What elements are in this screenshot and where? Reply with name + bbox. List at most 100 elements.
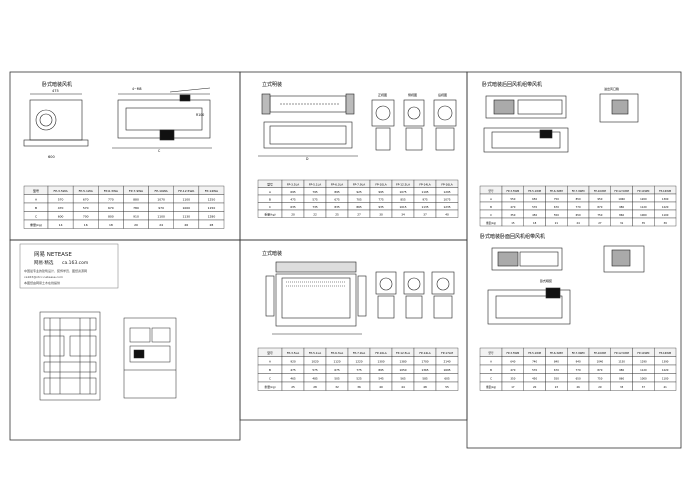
- table-cell: 16: [84, 223, 88, 227]
- table-cell: C: [269, 205, 271, 209]
- table-header-cell: 型号: [33, 188, 39, 193]
- table-cell: 1150: [208, 206, 216, 210]
- table-cell: 650: [532, 197, 537, 201]
- table-cell: 775: [356, 368, 362, 372]
- netease-line1: 中国最专业的建筑设计、装饰学员、图纸资源网: [24, 268, 87, 273]
- table-cell: A: [490, 197, 492, 201]
- table-header-cell: FP-12.5LA: [396, 351, 410, 355]
- table-cell: 465: [290, 377, 296, 381]
- table-header-cell: 型号: [488, 189, 494, 193]
- table-cell: C: [490, 213, 492, 217]
- table-cell: 37: [642, 385, 646, 389]
- table-cell: 750: [597, 213, 602, 217]
- table-cell: 1000: [182, 206, 190, 210]
- table-cell: 1150: [618, 360, 625, 364]
- table-cell: 770: [576, 368, 581, 372]
- table-cell: 770: [576, 205, 581, 209]
- table-cell: 1365: [421, 368, 428, 372]
- table-cell: 41: [663, 385, 667, 389]
- table-cell: 995: [378, 190, 384, 194]
- table-cell: 18: [109, 223, 113, 227]
- table-cell: 550: [554, 213, 559, 217]
- table-header-cell: FP-16WM: [659, 351, 671, 355]
- table-cell: 30: [379, 212, 383, 216]
- table-header-cell: 型号: [267, 182, 273, 186]
- table-cell: 1100: [182, 198, 190, 202]
- table-cell: 950: [597, 197, 602, 201]
- table-cell: 1300: [662, 197, 669, 201]
- netease-line2: ca163@ntcc.netease.com: [24, 275, 63, 279]
- table-cell: 32: [335, 385, 339, 389]
- table-cell: 1120: [640, 205, 647, 209]
- table-cell: A: [269, 190, 271, 194]
- table-cell: 29: [598, 385, 602, 389]
- table-cell: 935: [378, 205, 384, 209]
- table-cell: 570: [58, 198, 64, 202]
- table-header-cell: FP-14WM: [637, 351, 649, 355]
- table-cell: 640: [510, 360, 515, 364]
- table-cell: 1200: [640, 197, 647, 201]
- table-cell: 635: [290, 205, 296, 209]
- table-cell: 705: [356, 197, 362, 201]
- table-cell: 675: [334, 368, 340, 372]
- table-header-cell: FP-3.5WM: [506, 351, 519, 355]
- table-cell: 750: [597, 377, 602, 381]
- table-cell: 525: [356, 377, 362, 381]
- ceiling-type-label: 卧式暗装: [540, 278, 552, 283]
- table-cell: 1220: [662, 205, 669, 209]
- table-header-cell: FP-10WA: [155, 189, 169, 193]
- table-cell: 895: [378, 368, 384, 372]
- table-header-cell: 型号: [267, 351, 273, 355]
- table-cell: 1020: [311, 360, 318, 364]
- table-cell: 695: [290, 190, 296, 194]
- table-cell: 1300: [377, 360, 384, 364]
- table-cell: 545: [378, 377, 384, 381]
- wiring-schematic: [39, 311, 101, 401]
- dim-label: 600: [48, 155, 55, 159]
- table-header-cell: FP-3.5LA: [287, 351, 299, 355]
- table-header-cell: FP-16WM: [659, 189, 671, 193]
- table-cell: 21: [555, 221, 559, 225]
- netease-watermark: 网易 NETEASE 网易·精选 ca.163.com 中国最专业的建筑设计、装…: [19, 243, 119, 289]
- table-cell: 重量(kg): [486, 221, 496, 225]
- table-cell: 870: [597, 205, 602, 209]
- table-cell: 775: [378, 197, 384, 201]
- table-cell: 675: [334, 197, 340, 201]
- table-cell-border: [198, 219, 225, 229]
- table-header-cell: FP-14LA: [419, 351, 430, 355]
- table-cell: B: [269, 368, 271, 372]
- table-cell: 1000: [640, 213, 647, 217]
- table-header-cell: FP-12.5LA: [396, 182, 410, 186]
- table-cell: B: [490, 205, 492, 209]
- table-cell: 980: [619, 205, 624, 209]
- table-cell: 650: [576, 377, 581, 381]
- table-cell-border: [654, 381, 677, 391]
- table-cell: 22: [313, 212, 317, 216]
- table-cell: 1135: [421, 205, 428, 209]
- view-label-front: 正视图: [378, 92, 387, 97]
- table-cell: 27: [357, 212, 361, 216]
- table-cell: 18: [533, 221, 537, 225]
- table-header-cell: FP-5.1LA: [309, 182, 321, 186]
- table-cell: 31: [620, 221, 624, 225]
- table-cell: 39: [663, 221, 667, 225]
- table-header-cell: 型号: [488, 351, 494, 355]
- view-label-top: 后视图: [438, 92, 447, 97]
- table-cell: 1075: [399, 190, 406, 194]
- table-cell: 26: [184, 223, 188, 227]
- table-cell: 860: [619, 377, 624, 381]
- table-cell: 670: [554, 205, 559, 209]
- table-cell: 34: [401, 212, 405, 216]
- table-cell-border: [435, 381, 459, 391]
- table-header-cell: FP-14WM: [637, 189, 649, 193]
- table-cell: 855: [400, 197, 406, 201]
- table-cell: 570: [83, 206, 89, 210]
- netease-line3: 本图纸由网易土木在线提供: [24, 280, 60, 285]
- table-cell: 600: [58, 215, 64, 219]
- table-cell: A: [490, 360, 492, 364]
- ceiling-high-title: 卧式暗装卧面回风机组带风机: [480, 233, 545, 240]
- table-cell: 1120: [640, 368, 647, 372]
- table-cell: 835: [334, 205, 340, 209]
